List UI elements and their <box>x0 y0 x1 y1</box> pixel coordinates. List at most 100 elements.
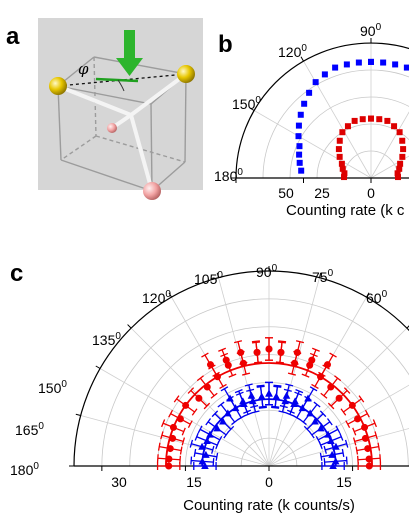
error-cap <box>181 437 186 446</box>
error-cap <box>157 442 161 451</box>
error-cap <box>227 425 235 433</box>
data-point <box>293 348 301 356</box>
error-cap <box>352 437 357 446</box>
gold-atom-left <box>49 77 67 95</box>
data-point <box>328 450 336 458</box>
angle-arc <box>117 79 125 92</box>
outer-arc <box>73 270 409 467</box>
error-cap <box>320 392 328 399</box>
data-point <box>165 462 173 470</box>
error-cap <box>190 456 193 465</box>
error-cap <box>161 419 166 428</box>
angle-label: 1500 <box>38 379 67 396</box>
error-cap <box>220 352 229 358</box>
phi-symbol: φ <box>78 60 89 78</box>
data-point <box>240 400 248 408</box>
panel-a-background <box>38 18 203 190</box>
data-point <box>365 455 373 463</box>
data-point <box>213 424 221 432</box>
data-point <box>295 133 302 140</box>
error-cap <box>345 420 351 428</box>
data-point <box>361 423 369 431</box>
data-point <box>297 111 304 118</box>
angle-tick <box>318 272 322 278</box>
angle-tick <box>127 324 132 329</box>
angle-tick <box>95 365 101 369</box>
error-cap <box>309 386 318 392</box>
error-cap <box>313 401 321 408</box>
angle-label: 1500 <box>232 95 261 112</box>
panel-c-label: c <box>10 260 23 287</box>
error-cap <box>303 425 311 433</box>
error-cap <box>208 364 216 370</box>
data-point <box>295 122 302 129</box>
panel-a-illustration: φ <box>38 18 203 200</box>
data-point <box>332 64 339 71</box>
data-point <box>344 123 351 130</box>
green-projection-line <box>95 77 139 83</box>
data-point <box>277 348 285 356</box>
error-cap <box>372 419 377 428</box>
data-point <box>176 415 184 423</box>
data-point <box>329 462 337 469</box>
error-cap <box>226 395 234 402</box>
error-cap <box>196 375 204 382</box>
error-cap <box>339 432 344 441</box>
data-point <box>253 348 261 356</box>
angle-label: 900 <box>360 22 382 39</box>
error-cap <box>168 409 174 418</box>
data-point <box>391 123 398 130</box>
error-cap <box>205 418 212 426</box>
angle-label: 1200 <box>278 43 307 60</box>
error-cap <box>197 425 203 434</box>
data-point <box>361 434 369 442</box>
data-point <box>206 430 214 438</box>
data-point <box>265 389 273 397</box>
angle-tick <box>216 272 220 278</box>
data-point <box>224 409 232 417</box>
data-point <box>368 58 374 65</box>
error-cap <box>358 395 365 403</box>
data-point <box>354 415 362 423</box>
error-cap <box>237 415 245 421</box>
angle-label: 750 <box>312 268 334 285</box>
data-point <box>335 146 342 153</box>
error-cap <box>234 388 243 394</box>
grid-spoke <box>268 277 320 467</box>
data-point <box>306 89 313 96</box>
data-point <box>394 174 401 181</box>
data-point <box>392 61 399 68</box>
data-point <box>394 170 401 177</box>
data-point <box>201 462 209 469</box>
error-cap <box>334 375 342 382</box>
error-cap <box>344 439 349 448</box>
x-tick-label: 0 <box>265 474 273 490</box>
error-cap <box>295 340 305 344</box>
data-point <box>399 137 406 144</box>
error-cap <box>326 418 333 426</box>
data-point <box>165 455 173 463</box>
error-cap <box>211 410 219 418</box>
error-cap <box>191 408 198 416</box>
x-tick-label: 25 <box>314 185 330 201</box>
data-point <box>324 430 332 438</box>
error-cap <box>319 410 327 418</box>
error-cap <box>318 441 323 450</box>
error-cap <box>187 420 193 428</box>
data-point <box>306 409 314 417</box>
data-point <box>203 436 211 444</box>
error-cap <box>251 410 260 414</box>
error-cap <box>341 448 345 457</box>
error-cap <box>374 431 378 440</box>
error-cap <box>233 340 243 344</box>
plot-area <box>231 38 409 183</box>
data-point <box>331 457 340 465</box>
data-point <box>298 167 305 174</box>
error-cap <box>278 410 287 414</box>
error-cap <box>256 384 265 387</box>
error-cap <box>228 373 237 378</box>
data-point <box>265 345 273 353</box>
data-point <box>338 160 345 167</box>
error-cap <box>294 391 303 396</box>
panel-c-angle-labels: 600 750 900 1050 1200 1350 1500 1650 180… <box>10 263 388 478</box>
